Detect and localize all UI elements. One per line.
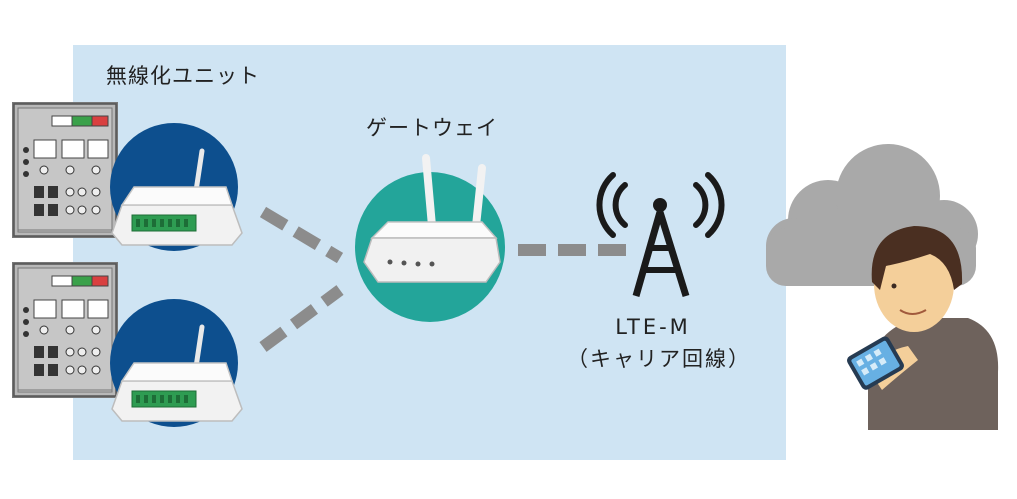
gateway-label: ゲートウェイ	[366, 116, 498, 140]
control-panel-icon	[11, 101, 119, 239]
lte-tower-icon	[596, 172, 725, 298]
lte-m-label: LTE-M	[615, 315, 691, 339]
link-dash	[259, 206, 344, 264]
person-with-smartphone-icon	[847, 226, 999, 430]
wireless-unit-label: 無線化ユニット	[106, 64, 260, 88]
link-dash	[259, 285, 344, 352]
carrier-line-label: （キャリア回線）	[567, 347, 751, 371]
gateway-router-icon	[363, 154, 501, 283]
control-panel-icon	[11, 261, 119, 399]
